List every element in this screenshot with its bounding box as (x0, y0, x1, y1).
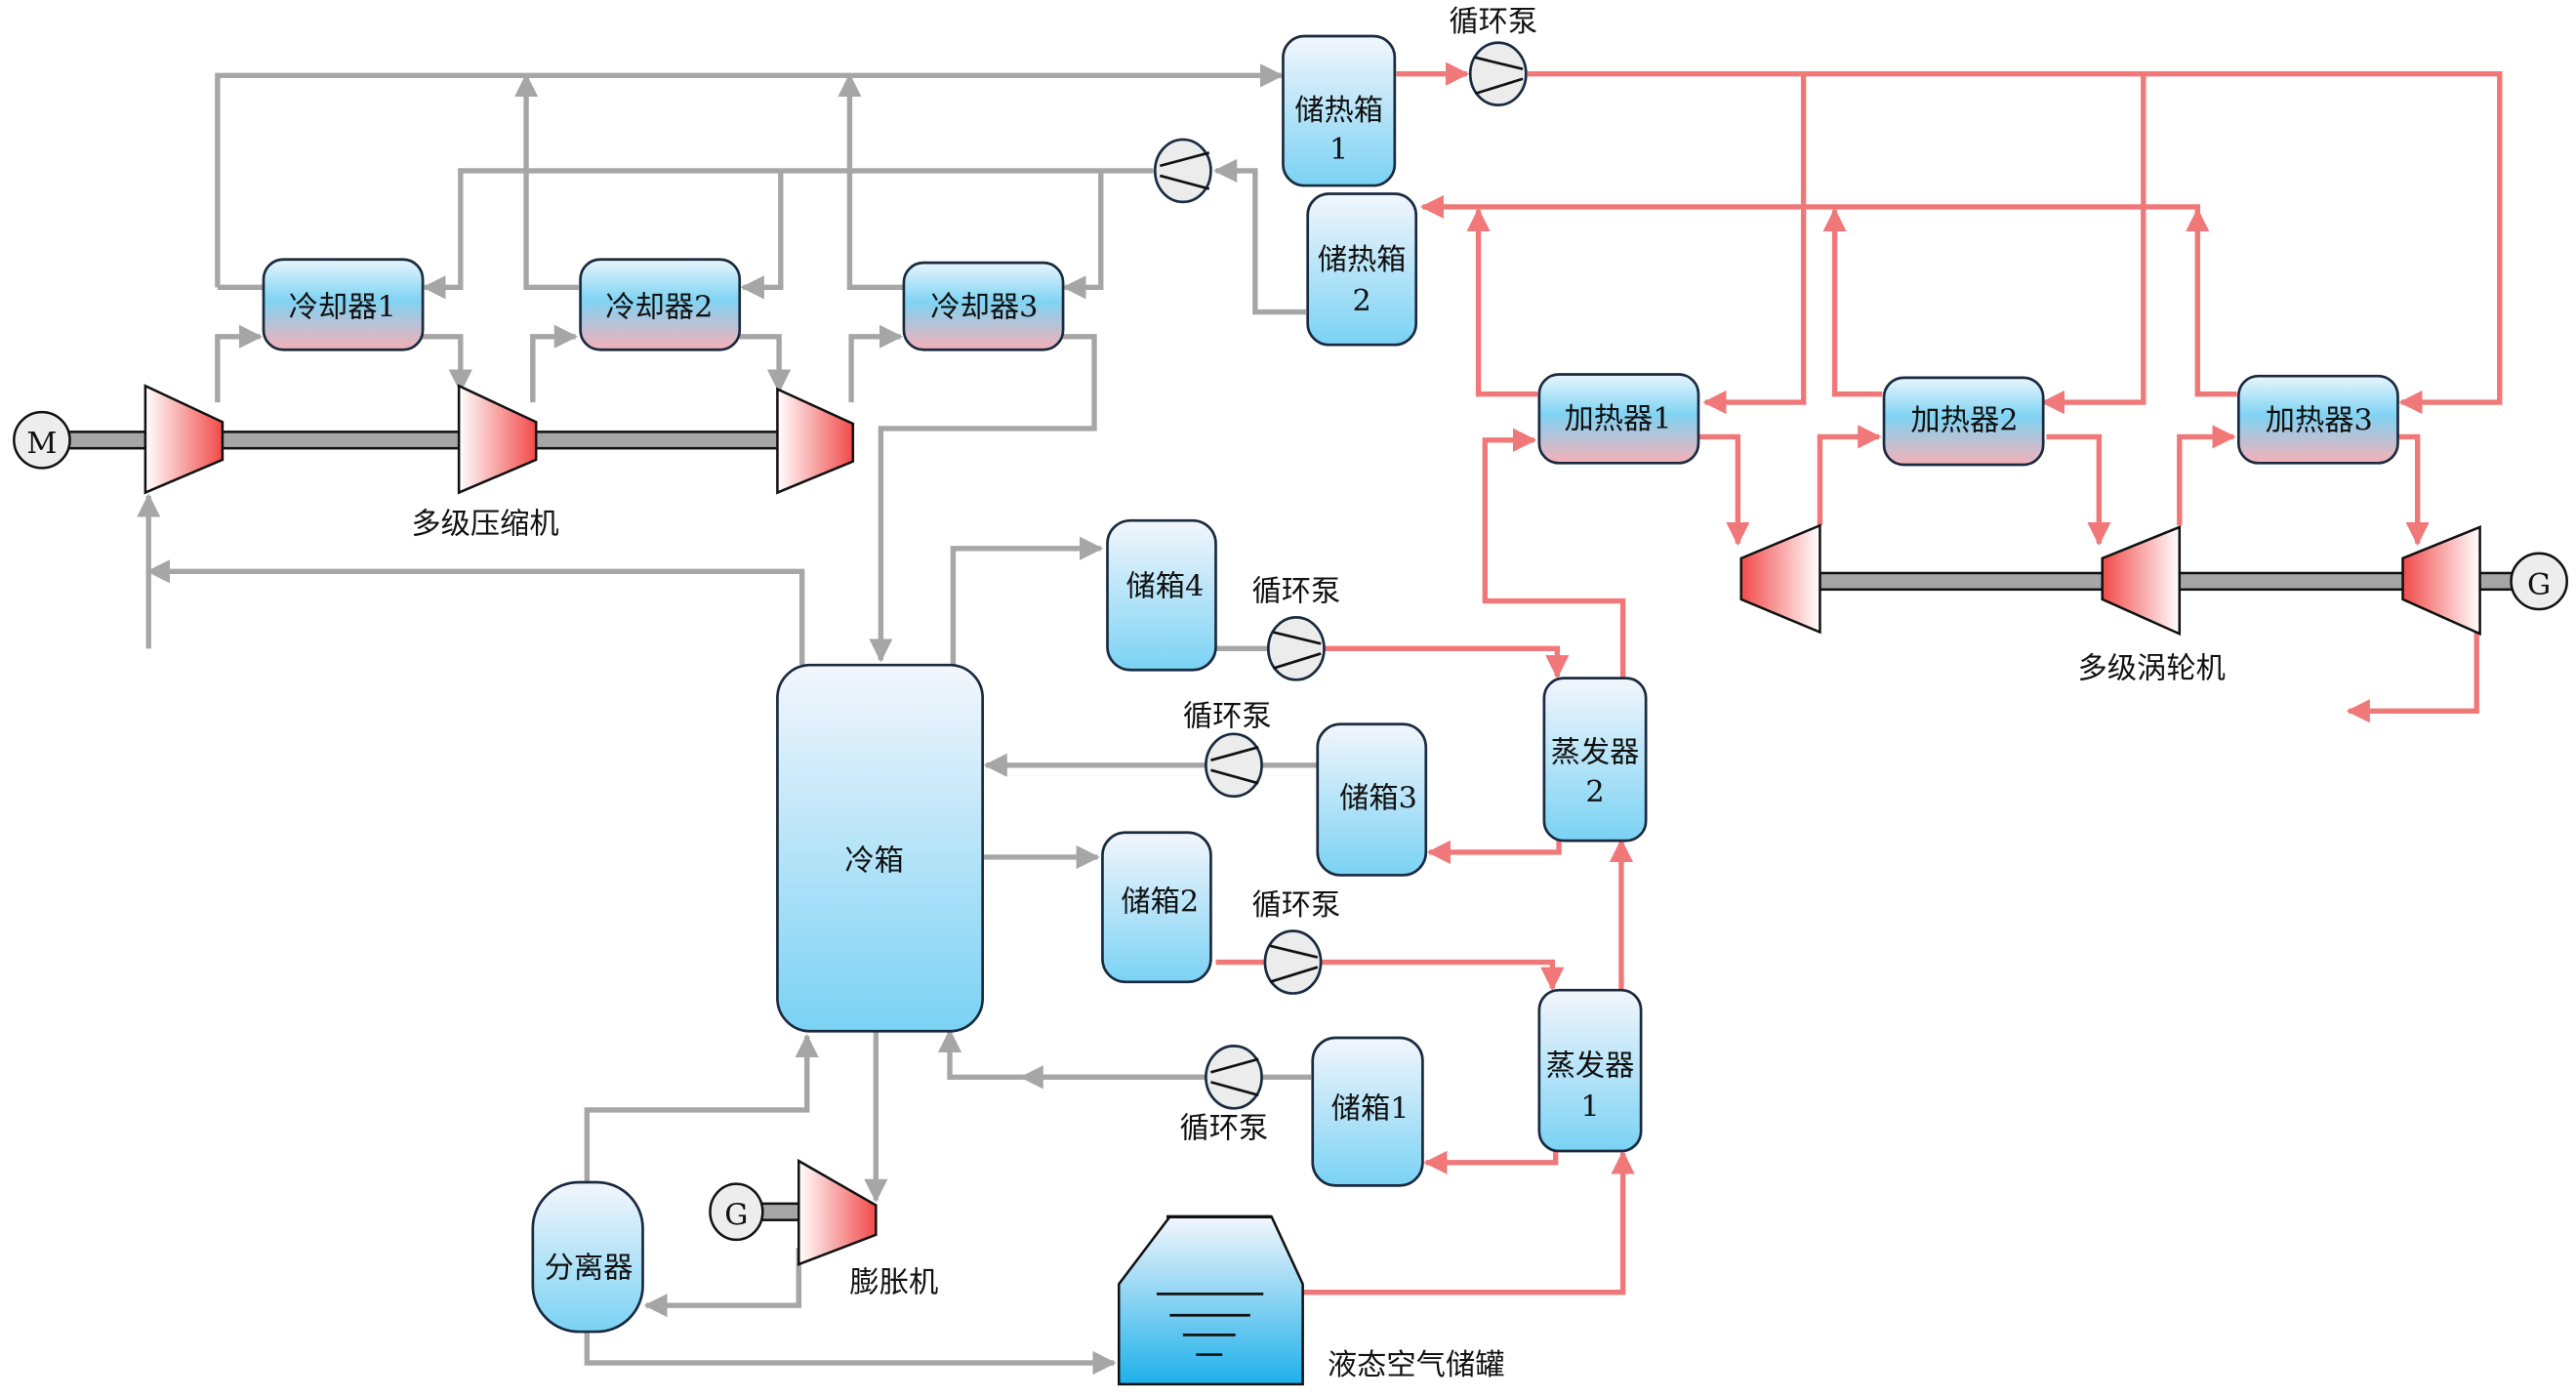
pump-label: 循环泵 (1180, 1112, 1269, 1146)
storage-tank-3[interactable]: 储箱3 (1316, 722, 1428, 877)
cooler-2[interactable]: 冷却器2 (579, 258, 742, 351)
hot-stream-lines (1215, 62, 2503, 1296)
compressor-stage-3[interactable] (776, 387, 855, 495)
expander-label: 膨胀机 (849, 1266, 938, 1300)
separator-label: 分离器 (545, 1252, 634, 1286)
pump-label: 循环泵 (1183, 699, 1272, 733)
pump-icon (1205, 1045, 1263, 1110)
tank-3-label: 储箱3 (1339, 782, 1417, 816)
turbine-stage-1[interactable] (1739, 523, 1821, 635)
heat-storage-tank-1[interactable]: 储热箱 1 (1282, 34, 1397, 187)
cooler-3-label: 冷却器3 (930, 291, 1038, 325)
generator-turbine[interactable]: G (2510, 552, 2568, 611)
turbine-stage-3[interactable] (2401, 525, 2481, 637)
turbine-stage-2[interactable] (2101, 525, 2182, 637)
evaporator-1[interactable]: 蒸发器 1 (1537, 988, 1643, 1153)
heater-1[interactable]: 加热器1 (1537, 373, 1700, 465)
motor-label: M (26, 427, 57, 461)
pump-label: 循环泵 (1449, 5, 1537, 39)
evaporator-2-number: 2 (1585, 775, 1604, 809)
generator-icon (2510, 552, 2568, 611)
multistage-compressor: M 多级压缩机 (13, 384, 855, 542)
expander-generator-label: G (724, 1199, 748, 1233)
heater-1-label: 加热器1 (1565, 402, 1672, 436)
turbine-group-label: 多级涡轮机 (2078, 652, 2226, 686)
heater-3-label: 加热器3 (2266, 404, 2373, 438)
tank-1-label: 储箱1 (1331, 1091, 1410, 1126)
evaporator-1-number: 1 (1580, 1090, 1599, 1125)
tank-4-label: 储箱4 (1125, 570, 1204, 604)
circulation-pump-tank4[interactable]: 循环泵 (1252, 575, 1341, 681)
liquid-air-tank[interactable]: 液态空气储罐 (1118, 1214, 1505, 1386)
liquid-air-tank-label: 液态空气储罐 (1328, 1348, 1505, 1382)
heat-storage-1-number: 1 (1329, 133, 1348, 167)
heater-2-label: 加热器2 (1910, 404, 2018, 438)
compressor-stage-2[interactable] (457, 384, 538, 495)
heater-2[interactable]: 加热器2 (1882, 376, 2045, 467)
generator-label: G (2527, 568, 2551, 602)
motor-icon (13, 410, 71, 470)
circulation-pump-tank1[interactable]: 循环泵 (1180, 1045, 1269, 1146)
heat-storage-tank-2[interactable]: 储热箱 2 (1306, 192, 1418, 347)
circulation-pump-cooling[interactable] (1153, 138, 1212, 204)
pump-icon (1153, 138, 1212, 204)
cold-box[interactable]: 冷箱 (776, 663, 985, 1033)
evaporator-1-label: 蒸发器 (1546, 1049, 1635, 1084)
pump-icon (1263, 929, 1323, 995)
pump-icon (1266, 616, 1326, 681)
heat-storage-1-label: 储热箱 (1294, 94, 1383, 128)
cold-box-label: 冷箱 (844, 844, 904, 878)
separator[interactable]: 分离器 (531, 1180, 644, 1334)
circulation-pump-tank3[interactable]: 循环泵 (1183, 699, 1272, 799)
pump-icon (1205, 732, 1263, 799)
circulation-pump-top[interactable]: 循环泵 (1449, 5, 1537, 106)
compressor-stage-1[interactable] (143, 384, 225, 495)
cooler-2-label: 冷却器2 (605, 291, 713, 325)
heat-storage-2-label: 储热箱 (1318, 243, 1407, 277)
evaporator-2[interactable]: 蒸发器 2 (1542, 677, 1648, 843)
pump-icon (1468, 41, 1528, 106)
multistage-turbine: G 多级涡轮机 (1739, 523, 2568, 686)
evaporator-2-label: 蒸发器 (1551, 735, 1640, 769)
heater-3[interactable]: 加热器3 (2236, 374, 2399, 465)
motor[interactable]: M (13, 410, 71, 470)
circulation-pump-tank2[interactable]: 循环泵 (1252, 888, 1341, 995)
cooler-1-label: 冷却器1 (289, 291, 396, 325)
storage-tank-4[interactable]: 储箱4 (1106, 518, 1217, 672)
storage-tank-2[interactable]: 储箱2 (1101, 831, 1212, 984)
tank-2-label: 储箱2 (1121, 885, 1199, 919)
generator-icon (709, 1182, 764, 1242)
cooler-3[interactable]: 冷却器3 (902, 261, 1065, 351)
heat-storage-2-number: 2 (1353, 284, 1371, 318)
expander-icon (797, 1158, 878, 1266)
pump-label: 循环泵 (1252, 888, 1341, 923)
cooler-1[interactable]: 冷却器1 (262, 258, 425, 351)
expander[interactable]: G 膨胀机 (709, 1158, 938, 1300)
compressor-group-label: 多级压缩机 (411, 508, 558, 542)
cold-stream-lines (137, 63, 1318, 1376)
pump-label: 循环泵 (1252, 575, 1341, 609)
storage-tank-1[interactable]: 储箱1 (1311, 1036, 1424, 1187)
